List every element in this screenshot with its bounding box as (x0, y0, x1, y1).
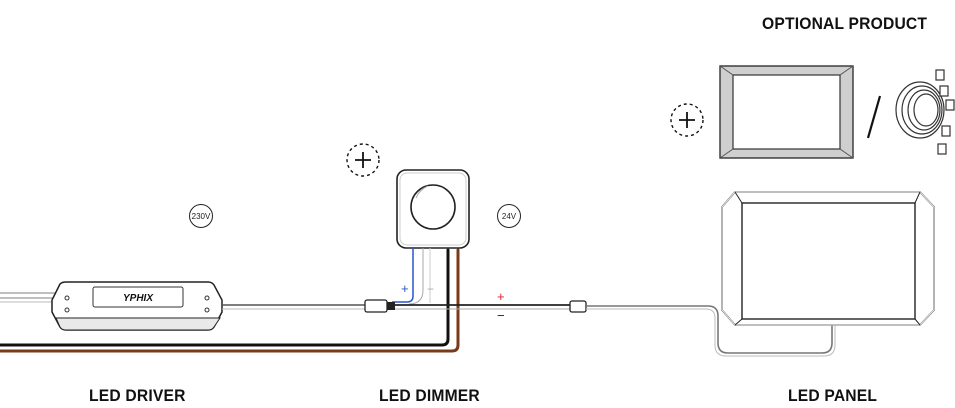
led-panel (721, 191, 935, 326)
panel-connector (569, 300, 836, 357)
optional-add-icon-frame (670, 103, 704, 137)
led-dimmer-label: LED DIMMER (379, 386, 480, 405)
dimmer-wires (392, 248, 431, 305)
driver-brand-logo: YPHIX (123, 293, 154, 304)
driver-output-cable (222, 304, 365, 310)
optional-cable-coil (895, 69, 955, 155)
optional-surface-frame (719, 65, 854, 159)
mains-cables (0, 248, 460, 353)
input-voltage-badge: 230V (189, 204, 213, 228)
led-dimmer (396, 169, 470, 249)
led-driver-label: LED DRIVER (89, 386, 186, 405)
option-separator (866, 95, 882, 139)
led-panel-label: LED PANEL (788, 386, 878, 405)
output-voltage-badge: 24V (497, 204, 521, 228)
polarity-minus-dimmer: − (427, 282, 434, 296)
optional-add-icon-dimmer (346, 143, 380, 177)
dimmer-connector (364, 299, 570, 313)
optional-product-label: OPTIONAL PRODUCT (762, 14, 928, 33)
polarity-minus-panel: − (497, 308, 505, 323)
polarity-plus-dimmer: + (401, 281, 409, 296)
polarity-plus-panel: + (497, 289, 505, 304)
led-driver: YPHIX (51, 281, 223, 331)
